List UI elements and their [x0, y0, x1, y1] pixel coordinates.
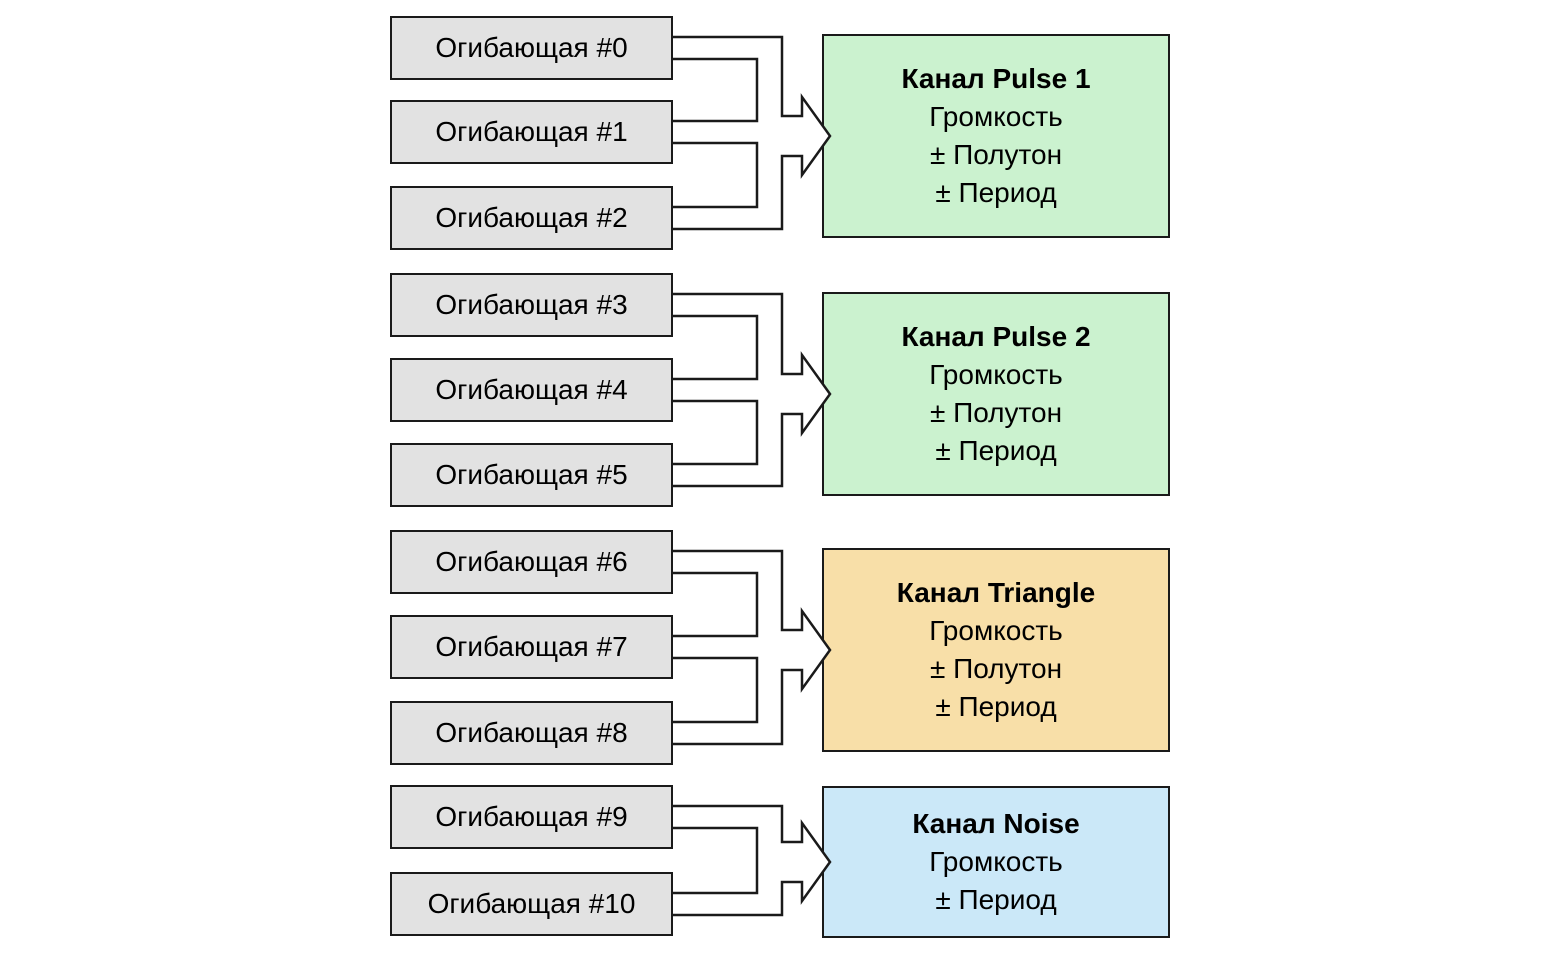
channel-param: ± Период	[935, 691, 1057, 722]
channel-param: ± Период	[935, 435, 1057, 466]
channel-param: Громкость	[929, 615, 1063, 646]
bracket-wire	[671, 314, 759, 381]
channel-param: Громкость	[929, 846, 1063, 877]
envelope-box-1: Огибающая #1	[390, 100, 673, 164]
envelope-box-4: Огибающая #4	[390, 358, 673, 422]
connector-group-pulse2	[671, 292, 832, 488]
envelope-label-4: Огибающая #4	[435, 374, 628, 405]
envelope-label-3: Огибающая #3	[435, 289, 628, 320]
envelope-box-7: Огибающая #7	[390, 615, 673, 679]
channel-param: Громкость	[929, 101, 1063, 132]
envelope-label-2: Огибающая #2	[435, 202, 628, 233]
envelope-box-2: Огибающая #2	[390, 186, 673, 250]
channel-param: ± Полутон	[929, 653, 1063, 684]
envelope-box-10: Огибающая #10	[390, 872, 673, 936]
merge-arrow-path	[671, 549, 832, 746]
envelope-box-9: Огибающая #9	[390, 785, 673, 849]
envelope-label-7: Огибающая #7	[435, 631, 628, 662]
envelope-box-0: Огибающая #0	[390, 16, 673, 80]
channel-title-triangle: Канал Triangle	[896, 577, 1096, 608]
channel-param: ± Полутон	[929, 397, 1063, 428]
envelope-label-9: Огибающая #9	[435, 801, 628, 832]
envelope-label-0: Огибающая #0	[435, 32, 628, 63]
envelope-label-6: Огибающая #6	[435, 546, 628, 577]
channel-box-pulse1: Канал Pulse 1 Громкость ± Полутон ± Пери…	[822, 34, 1170, 238]
bracket-wire	[671, 571, 759, 638]
connector-group-pulse1	[671, 35, 832, 231]
bracket-wire	[671, 826, 759, 895]
merge-arrow-path	[671, 35, 832, 231]
channel-title-pulse2: Канал Pulse 2	[901, 321, 1091, 352]
envelope-label-5: Огибающая #5	[435, 459, 628, 490]
envelope-box-3: Огибающая #3	[390, 273, 673, 337]
bracket-wire	[671, 399, 759, 466]
channel-param: ± Период	[935, 177, 1057, 208]
merge-arrow-path	[671, 804, 832, 917]
channel-param: Громкость	[929, 359, 1063, 390]
bracket-wire	[671, 57, 759, 123]
channel-box-triangle: Канал Triangle Громкость ± Полутон ± Пер…	[822, 548, 1170, 752]
bracket-wire	[671, 656, 759, 724]
channel-param: ± Период	[935, 884, 1057, 915]
envelope-box-8: Огибающая #8	[390, 701, 673, 765]
connector-group-noise	[671, 804, 832, 917]
envelope-box-6: Огибающая #6	[390, 530, 673, 594]
connector-group-triangle	[671, 549, 832, 746]
channel-title-pulse1: Канал Pulse 1	[901, 63, 1091, 94]
envelope-label-10: Огибающая #10	[427, 888, 636, 919]
bracket-wire	[671, 141, 759, 209]
channel-box-pulse2: Канал Pulse 2 Громкость ± Полутон ± Пери…	[822, 292, 1170, 496]
merge-arrow-path	[671, 292, 832, 488]
envelope-box-5: Огибающая #5	[390, 443, 673, 507]
envelope-label-1: Огибающая #1	[435, 116, 628, 147]
channel-box-noise: Канал Noise Громкость ± Период	[822, 786, 1170, 938]
envelope-label-8: Огибающая #8	[435, 717, 628, 748]
channel-title-noise: Канал Noise	[912, 808, 1080, 839]
channel-param: ± Полутон	[929, 139, 1063, 170]
